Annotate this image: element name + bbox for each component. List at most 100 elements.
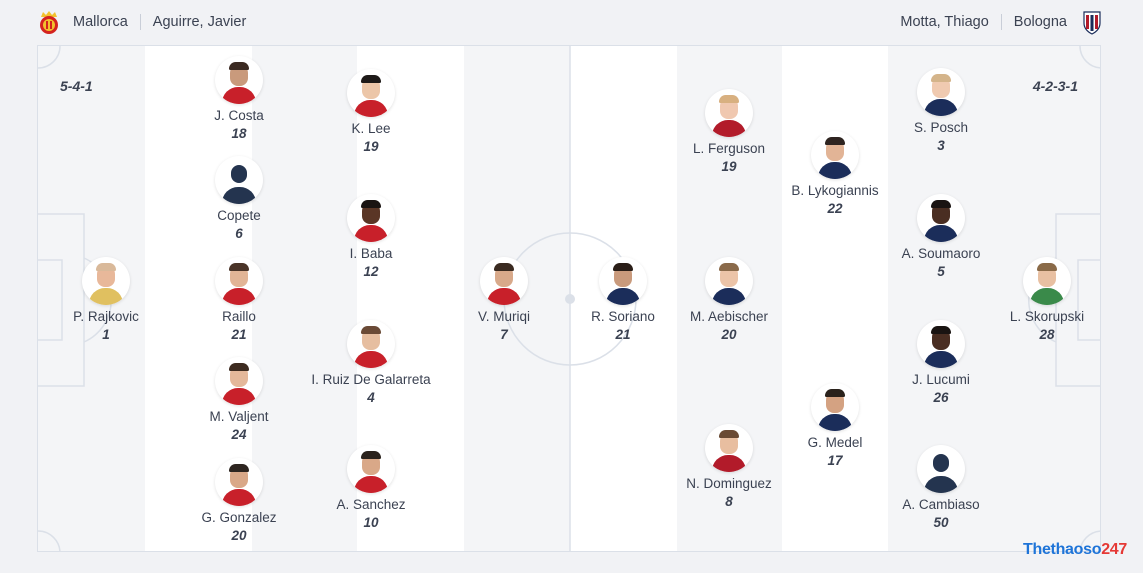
player-photo — [347, 194, 395, 242]
player-number: 18 — [231, 126, 247, 141]
pitch-stripe — [782, 46, 888, 551]
player-name: I. Ruiz De Galarreta — [311, 372, 431, 387]
player-name: P. Rajkovic — [73, 309, 139, 324]
site-watermark: Thethaoso247 — [1023, 541, 1127, 559]
player-photo — [215, 56, 263, 104]
home-team-header: Mallorca Aguirre, Javier — [38, 8, 246, 36]
player-photo — [215, 458, 263, 506]
player-posch[interactable]: S. Posch 3 — [866, 68, 1016, 155]
player-photo — [917, 68, 965, 116]
player-name: J. Lucumi — [912, 372, 970, 387]
lineup-pitch: 5-4-1 4-2-3-1 P. Rajkovic 1 J. Costa 18 … — [37, 45, 1101, 552]
match-header: Mallorca Aguirre, Javier Motta, Thiago B… — [0, 0, 1143, 44]
watermark-text: Thethaoso — [1023, 541, 1102, 558]
player-photo — [705, 424, 753, 472]
player-cambiaso[interactable]: A. Cambiaso 50 — [866, 445, 1016, 532]
player-name: S. Posch — [913, 120, 969, 135]
player-name: A. Sanchez — [336, 497, 406, 512]
player-raillo[interactable]: Raillo 21 — [164, 257, 314, 344]
player-number: 1 — [102, 327, 110, 342]
player-number: 24 — [231, 427, 247, 442]
bologna-crest-icon — [1081, 9, 1103, 35]
player-photo — [347, 69, 395, 117]
player-placeholder-icon — [917, 445, 965, 493]
player-dominguez[interactable]: N. Dominguez 8 — [654, 424, 804, 511]
player-number: 3 — [937, 138, 945, 153]
player-number: 10 — [363, 515, 379, 530]
watermark-number: 247 — [1101, 541, 1127, 558]
player-galarreta[interactable]: I. Ruiz De Galarreta 4 — [296, 320, 446, 407]
player-name: V. Muriqi — [477, 309, 531, 324]
away-team-header: Motta, Thiago Bologna — [900, 8, 1103, 36]
player-ferguson[interactable]: L. Ferguson 19 — [654, 89, 804, 176]
player-photo — [215, 357, 263, 405]
player-lee[interactable]: K. Lee 19 — [296, 69, 446, 156]
player-baba[interactable]: I. Baba 12 — [296, 194, 446, 281]
away-formation: 4-2-3-1 — [1032, 78, 1078, 94]
player-name: G. Gonzalez — [201, 510, 277, 525]
player-gonzalez[interactable]: G. Gonzalez 20 — [164, 458, 314, 545]
player-photo — [82, 257, 130, 305]
player-name: N. Dominguez — [686, 476, 772, 491]
player-soumaoro[interactable]: A. Soumaoro 5 — [866, 194, 1016, 281]
player-number: 50 — [933, 515, 949, 530]
player-name: Copete — [217, 208, 261, 223]
home-coach-name[interactable]: Aguirre, Javier — [152, 14, 247, 30]
home-formation: 5-4-1 — [60, 78, 93, 94]
player-photo — [347, 445, 395, 493]
player-photo — [1023, 257, 1071, 305]
player-medel[interactable]: G. Medel 17 — [760, 383, 910, 470]
player-sanchez[interactable]: A. Sanchez 10 — [296, 445, 446, 532]
player-name: J. Costa — [214, 108, 264, 123]
player-number: 20 — [231, 528, 247, 543]
player-name: M. Valjent — [209, 409, 269, 424]
player-lykogiannis[interactable]: B. Lykogiannis 22 — [760, 131, 910, 218]
player-number: 19 — [721, 159, 737, 174]
player-name: G. Medel — [807, 435, 863, 450]
player-rajkovic[interactable]: P. Rajkovic 1 — [38, 257, 181, 344]
player-lucumi[interactable]: J. Lucumi 26 — [866, 320, 1016, 407]
player-name: I. Baba — [349, 246, 393, 261]
player-number: 17 — [827, 453, 843, 468]
player-name: L. Skorupski — [1009, 309, 1085, 324]
player-valjent[interactable]: M. Valjent 24 — [164, 357, 314, 444]
away-coach-name[interactable]: Motta, Thiago — [900, 14, 989, 30]
player-number: 8 — [725, 494, 733, 509]
player-name: K. Lee — [351, 121, 391, 136]
player-number: 26 — [933, 390, 949, 405]
player-aebischer[interactable]: M. Aebischer 20 — [654, 257, 804, 344]
home-team-name[interactable]: Mallorca — [73, 14, 128, 30]
player-number: 7 — [500, 327, 508, 342]
player-name: M. Aebischer — [689, 309, 769, 324]
player-number: 22 — [827, 201, 843, 216]
player-number: 6 — [235, 226, 243, 241]
player-number: 19 — [363, 139, 379, 154]
player-photo — [917, 194, 965, 242]
player-soriano[interactable]: R. Soriano 21 — [548, 257, 698, 344]
player-photo — [917, 320, 965, 368]
player-photo — [705, 89, 753, 137]
player-photo — [599, 257, 647, 305]
header-divider — [139, 14, 141, 30]
player-costa[interactable]: J. Costa 18 — [164, 56, 314, 143]
player-name: B. Lykogiannis — [791, 183, 879, 198]
player-number: 20 — [721, 327, 737, 342]
player-name: A. Cambiaso — [902, 497, 980, 512]
player-placeholder-icon — [215, 156, 263, 204]
player-photo — [811, 131, 859, 179]
player-photo — [705, 257, 753, 305]
player-skorupski[interactable]: L. Skorupski 28 — [972, 257, 1100, 344]
away-team-name[interactable]: Bologna — [1013, 14, 1067, 30]
player-photo — [480, 257, 528, 305]
player-photo — [215, 257, 263, 305]
player-muriqi[interactable]: V. Muriqi 7 — [429, 257, 579, 344]
player-name: L. Ferguson — [692, 141, 766, 156]
player-name: Raillo — [222, 309, 256, 324]
player-number: 12 — [363, 264, 379, 279]
player-name: R. Soriano — [591, 309, 655, 324]
player-photo — [811, 383, 859, 431]
mallorca-crest-icon — [38, 9, 60, 35]
player-name: A. Soumaoro — [901, 246, 981, 261]
player-copete[interactable]: Copete 6 — [164, 156, 314, 243]
header-divider — [1000, 14, 1002, 30]
